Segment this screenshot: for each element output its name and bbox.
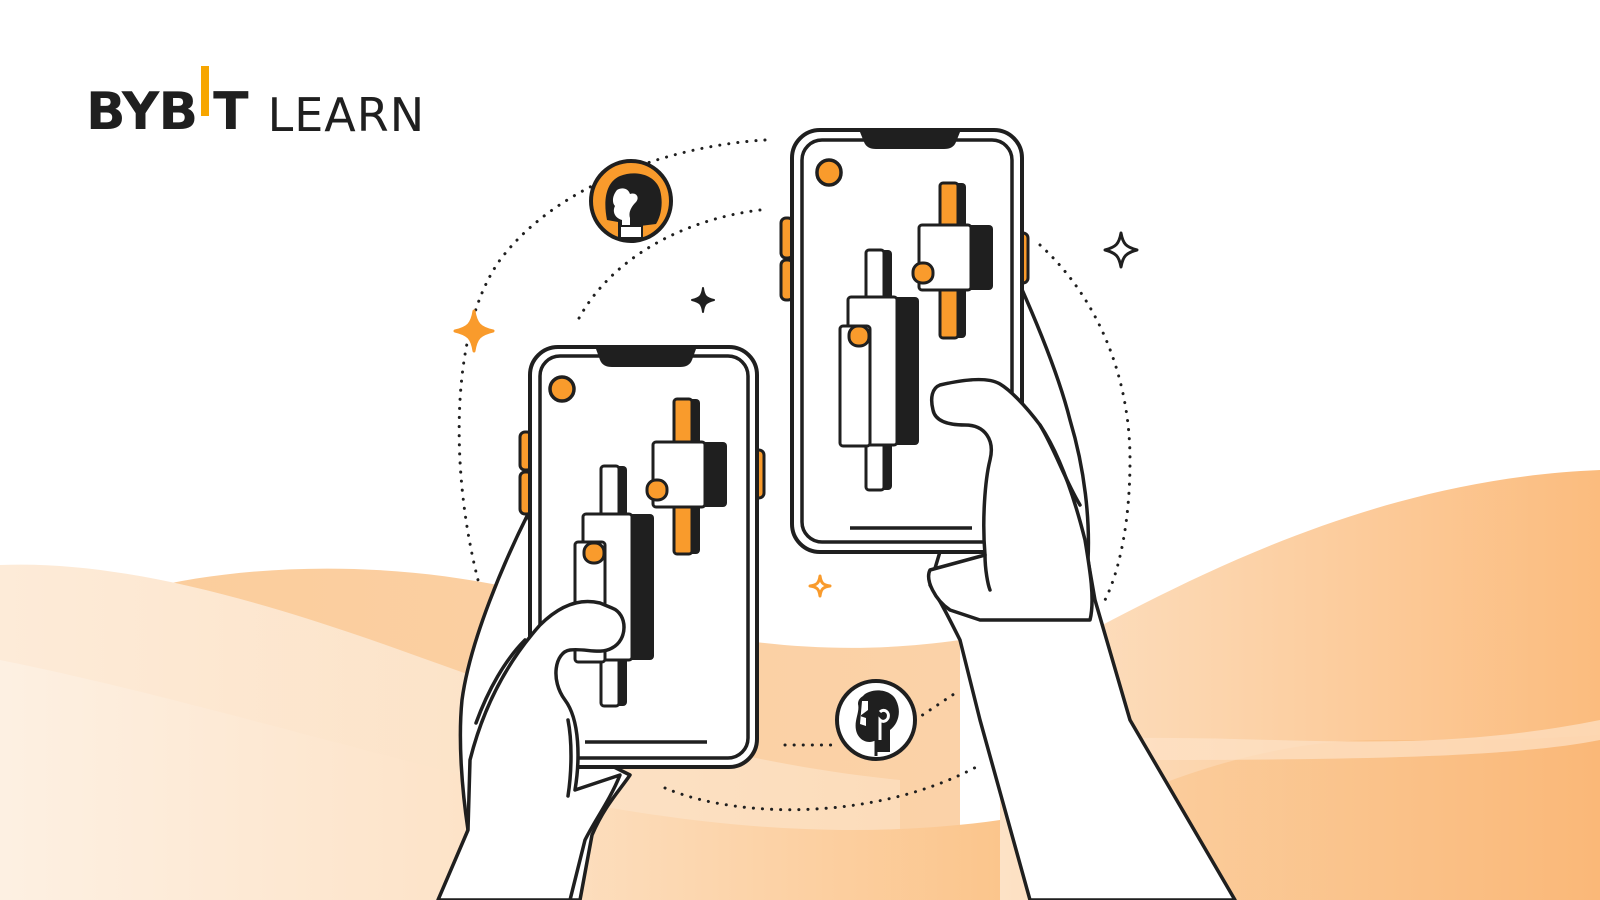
phone-left	[518, 345, 766, 769]
avatar-woman-icon	[589, 159, 673, 243]
candlestick-icon	[645, 397, 727, 556]
logo-product: LEARN	[267, 88, 426, 142]
phone-right	[779, 128, 1030, 554]
right-hand-thumb	[927, 377, 1094, 622]
left-hand-thumb	[436, 599, 626, 900]
logo-brand-text-2: T	[213, 82, 248, 142]
candlestick-icon	[838, 248, 919, 492]
sparkle-icon	[453, 309, 495, 353]
logo-brand-text-1: BYB	[86, 82, 198, 142]
sparkle-icon	[1103, 231, 1139, 269]
logo-accent-bar	[201, 66, 210, 116]
sparkle-icon	[691, 287, 715, 313]
sparkle-icon	[808, 574, 832, 598]
dotted-orbit	[457, 138, 1132, 812]
avatar-man-icon	[835, 679, 917, 761]
candlestick-icon	[911, 181, 993, 340]
